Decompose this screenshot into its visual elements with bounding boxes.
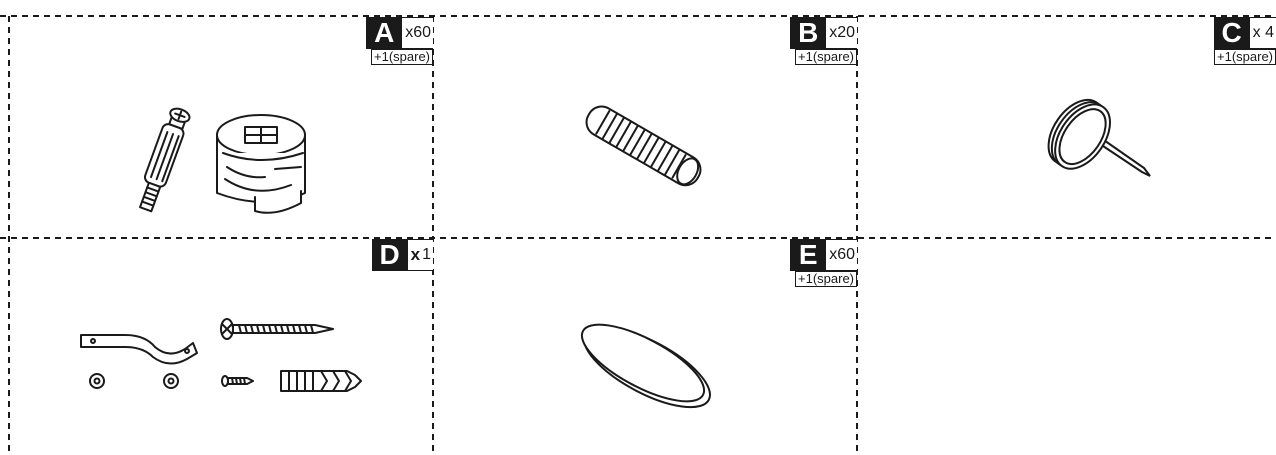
part-quantity: x20 xyxy=(826,17,857,49)
part-cell-c: C x 4 +1(spare) xyxy=(858,17,1276,238)
part-letter: D xyxy=(371,239,408,271)
part-tag-e: E x60 +1(spare) xyxy=(790,239,857,287)
part-quantity: x 4 xyxy=(1249,17,1276,49)
wall-anchor-kit-icon xyxy=(80,318,362,392)
part-letter: A xyxy=(366,17,403,49)
part-letter: B xyxy=(790,17,827,49)
pin-foot-icon xyxy=(1047,98,1151,177)
part-cell-d: D x 1 xyxy=(10,239,433,455)
part-letter: C xyxy=(1213,17,1250,49)
part-tag-d: D x 1 xyxy=(371,239,433,271)
wooden-dowel-icon xyxy=(585,105,702,187)
spare-note: +1(spare) xyxy=(795,271,857,287)
part-tag-a: A x60 +1(spare) xyxy=(366,17,433,65)
quantity-prefix: x xyxy=(410,245,421,264)
part-cell-a: A x60 +1(spare) xyxy=(10,17,433,238)
part-tag-c: C x 4 +1(spare) xyxy=(1213,17,1276,65)
spare-note: +1(spare) xyxy=(371,49,433,65)
spare-note: +1(spare) xyxy=(1214,49,1276,65)
part-quantity: x 1 xyxy=(407,239,433,271)
empty-cell xyxy=(858,239,1276,455)
cam-lock-and-dowel-icon xyxy=(139,107,306,214)
cap-cover-icon xyxy=(580,323,712,409)
part-quantity: x60 xyxy=(826,239,857,271)
part-quantity: x60 xyxy=(402,17,433,49)
part-tag-b: B x20 +1(spare) xyxy=(790,17,857,65)
part-cell-e: E x60 +1(spare) xyxy=(434,239,857,455)
spare-note: +1(spare) xyxy=(795,49,857,65)
part-letter: E xyxy=(790,239,827,271)
part-cell-b: B x20 +1(spare) xyxy=(434,17,857,238)
quantity-value: 1 xyxy=(422,246,431,263)
